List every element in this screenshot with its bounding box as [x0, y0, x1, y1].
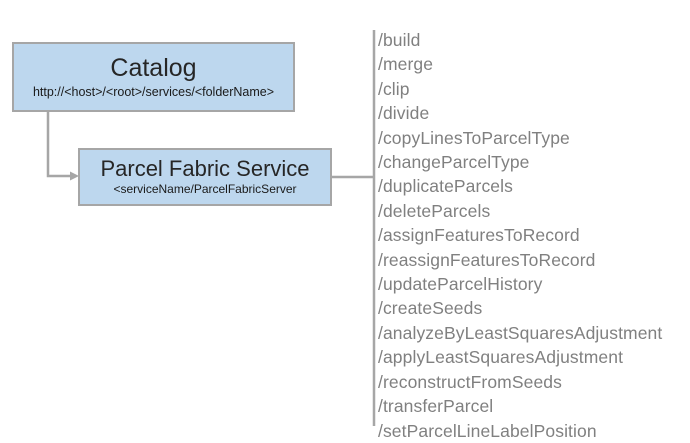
- operation-item[interactable]: /merge: [378, 54, 434, 75]
- node-parcel-fabric-service-title: Parcel Fabric Service: [100, 156, 310, 182]
- node-catalog-title: Catalog: [110, 53, 197, 82]
- operation-item[interactable]: /updateParcelHistory: [378, 274, 543, 295]
- operation-item[interactable]: /reassignFeaturesToRecord: [378, 249, 596, 270]
- node-parcel-fabric-service[interactable]: Parcel Fabric Service <serviceName/Parce…: [78, 148, 332, 206]
- operation-item[interactable]: /build: [378, 30, 421, 50]
- operation-item[interactable]: /createSeeds: [378, 298, 483, 319]
- operation-item[interactable]: /clip: [378, 78, 410, 99]
- operation-item[interactable]: /setParcelLineLabelPosition: [378, 420, 597, 441]
- operation-item[interactable]: /reconstructFromSeeds: [378, 371, 562, 392]
- operation-item[interactable]: /assignFeaturesToRecord: [378, 225, 580, 246]
- operation-item[interactable]: /changeParcelType: [378, 152, 530, 173]
- operation-item[interactable]: /duplicateParcels: [378, 176, 513, 197]
- operation-item[interactable]: /transferParcel: [378, 396, 494, 417]
- node-catalog[interactable]: Catalog http://<host>/<root>/services/<f…: [12, 42, 295, 112]
- operation-item[interactable]: /divide: [378, 103, 430, 124]
- operations-list: /build/merge/clip/divide/copyLinesToParc…: [378, 28, 683, 443]
- connector-catalog-to-service: [46, 112, 79, 181]
- operation-item[interactable]: /deleteParcels: [378, 200, 491, 221]
- operation-item[interactable]: /analyzeByLeastSquaresAdjustment: [378, 322, 663, 343]
- node-parcel-fabric-service-subtitle: <serviceName/ParcelFabricServer: [113, 182, 297, 197]
- operation-item[interactable]: /copyLinesToParcelType: [378, 127, 570, 148]
- operation-item[interactable]: /applyLeastSquaresAdjustment: [378, 347, 624, 368]
- node-catalog-subtitle: http://<host>/<root>/services/<folderNam…: [32, 84, 275, 99]
- connector-service-to-operations: [332, 30, 376, 426]
